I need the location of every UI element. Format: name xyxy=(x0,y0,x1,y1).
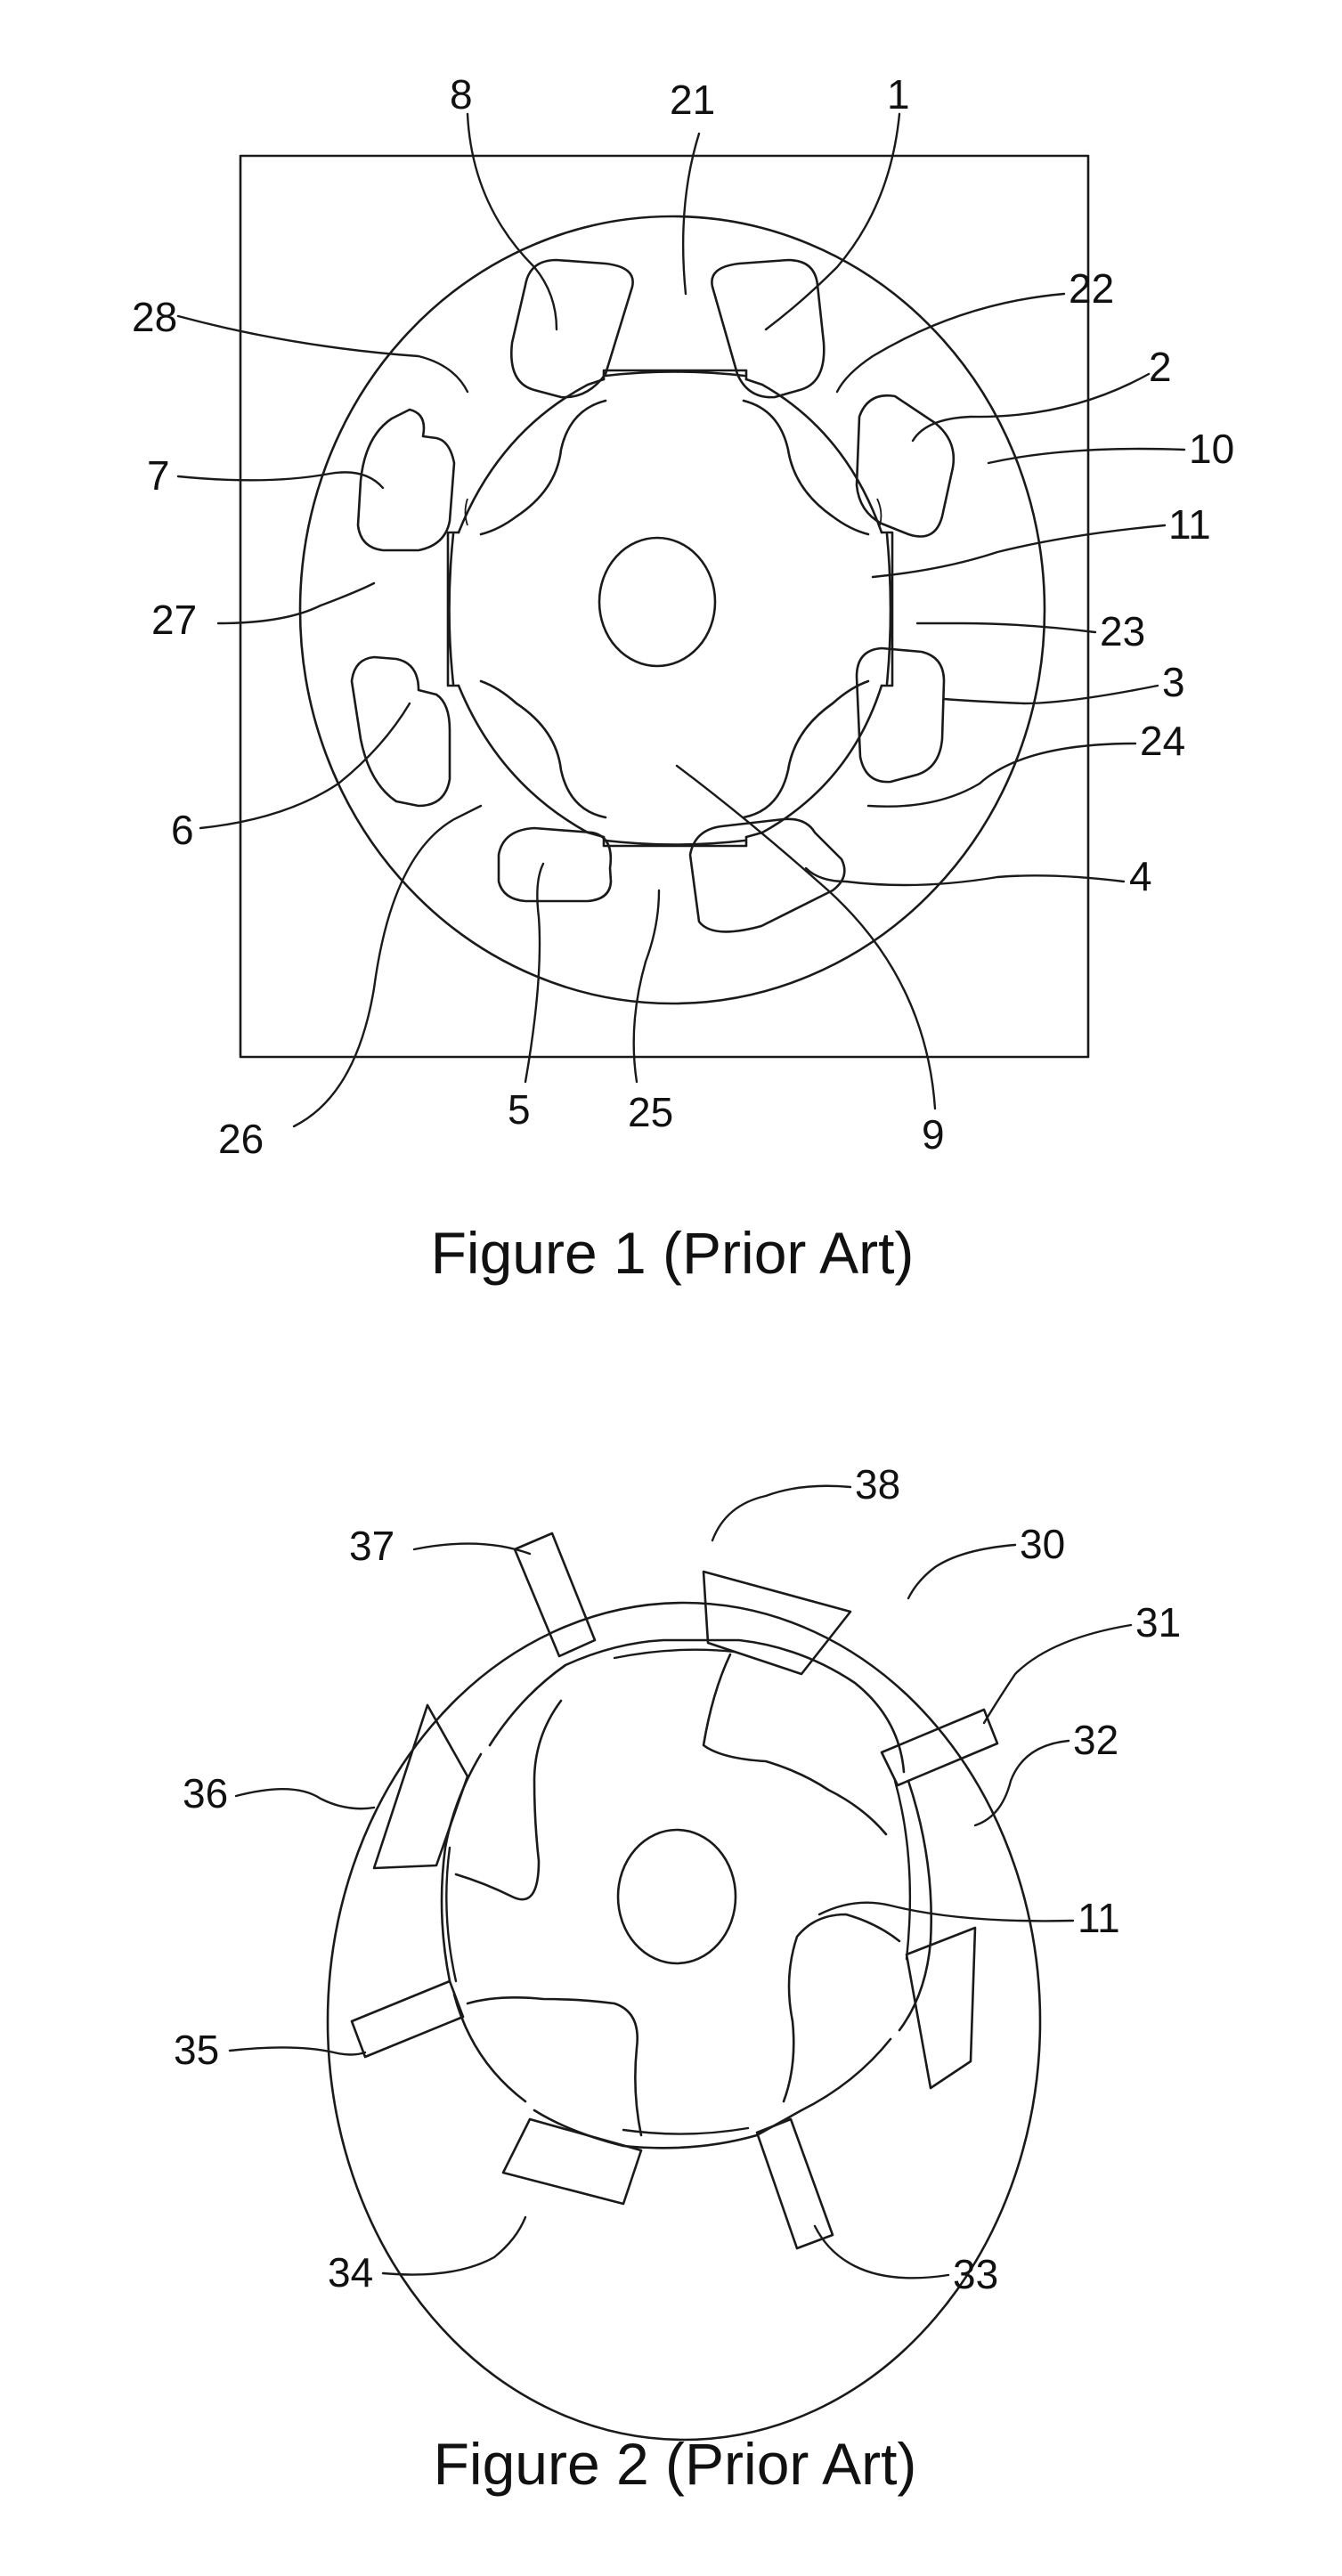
fig1-stator-bore xyxy=(448,370,892,846)
fig2-label-11: 11 xyxy=(1078,1895,1120,1941)
fig2-label-33: 33 xyxy=(953,2251,998,2297)
fig1-leader-8 xyxy=(468,114,557,329)
fig2-coil-top xyxy=(704,1572,850,1674)
fig1-label-28: 28 xyxy=(132,294,177,340)
fig1-label-1: 1 xyxy=(887,71,910,118)
fig1-leader-11 xyxy=(873,525,1165,577)
fig1-label-2: 2 xyxy=(1149,344,1172,390)
fig1-bore-arc-upper-right xyxy=(746,379,882,532)
figure-2: 38 37 30 31 32 36 11 35 34 33 Figure 2 (… xyxy=(174,1461,1181,2497)
fig2-pole-face-bottom xyxy=(623,2128,748,2134)
fig1-pole-face-left xyxy=(448,532,459,686)
fig2-pole-face-top xyxy=(614,1650,735,1658)
fig1-stator-outer-edge xyxy=(300,216,1045,1004)
figure-1: 8 21 1 28 22 2 10 7 11 27 23 3 24 6 4 26… xyxy=(132,71,1234,1286)
fig1-pole-face-bottom xyxy=(604,837,746,846)
fig1-label-3: 3 xyxy=(1162,659,1185,705)
fig2-coil-right xyxy=(907,1928,975,2088)
fig1-leader-3 xyxy=(944,686,1158,703)
fig1-leader-28 xyxy=(178,316,468,392)
fig1-rotor-shaft xyxy=(599,538,715,666)
fig2-label-35: 35 xyxy=(174,2027,219,2073)
fig2-slot-33 xyxy=(757,2119,833,2248)
fig2-stator-outer-edge xyxy=(328,1603,1040,2440)
fig1-label-7: 7 xyxy=(147,452,170,499)
fig1-label-8: 8 xyxy=(450,71,473,118)
fig2-caption: Figure 2 (Prior Art) xyxy=(434,2431,917,2497)
fig1-label-10: 10 xyxy=(1189,426,1234,472)
fig1-label-6: 6 xyxy=(171,807,194,853)
fig1-coil-2 xyxy=(857,395,954,536)
fig2-label-37: 37 xyxy=(349,1523,394,1569)
fig2-rotor-shaft xyxy=(618,1830,736,1963)
fig1-rotor-core xyxy=(481,401,868,817)
fig1-bore-arc-lower-left xyxy=(459,686,604,837)
fig1-leader-25 xyxy=(634,890,659,1082)
fig2-leader-30 xyxy=(908,1545,1015,1598)
fig1-leader-1 xyxy=(766,114,899,329)
fig1-label-21: 21 xyxy=(670,77,715,123)
fig1-label-25: 25 xyxy=(628,1089,673,1135)
fig1-housing-frame xyxy=(240,156,1088,1057)
fig2-label-31: 31 xyxy=(1135,1599,1181,1646)
fig2-leader-38 xyxy=(712,1486,850,1540)
fig2-labels: 38 37 30 31 32 36 11 35 34 33 xyxy=(174,1461,1181,2297)
fig1-leader-23 xyxy=(917,623,1095,632)
fig1-pole-face-top xyxy=(604,370,746,379)
fig1-leader-21 xyxy=(683,134,699,294)
fig1-stator-inner-ring-upper xyxy=(466,499,882,525)
fig2-coil-bottom xyxy=(503,2119,641,2204)
fig1-pole-face-right xyxy=(882,532,892,686)
fig1-leader-26 xyxy=(294,806,481,1126)
fig1-leader-7 xyxy=(178,472,383,488)
fig2-pole-face-left xyxy=(446,1848,456,1981)
fig1-label-23: 23 xyxy=(1100,608,1145,654)
fig1-leader-6 xyxy=(200,703,410,828)
fig1-label-5: 5 xyxy=(508,1086,531,1133)
fig2-leader-34 xyxy=(383,2217,525,2275)
fig1-coil-8 xyxy=(511,260,632,397)
fig2-leader-33 xyxy=(815,2226,948,2278)
fig1-coil-6 xyxy=(352,657,450,806)
fig1-label-26: 26 xyxy=(218,1116,264,1162)
fig1-label-22: 22 xyxy=(1069,265,1114,312)
fig2-label-30: 30 xyxy=(1020,1521,1065,1567)
fig1-leader-22 xyxy=(837,294,1064,392)
fig1-label-9: 9 xyxy=(922,1111,945,1158)
fig2-rotor-core xyxy=(456,1654,899,2135)
fig2-leader-31 xyxy=(984,1625,1131,1723)
fig1-leader-lines xyxy=(178,114,1184,1126)
fig2-label-34: 34 xyxy=(328,2249,373,2296)
fig1-coil-4 xyxy=(690,819,844,932)
fig1-coils xyxy=(352,260,954,931)
fig2-leader-37 xyxy=(414,1544,530,1554)
fig1-label-4: 4 xyxy=(1129,853,1152,899)
fig1-leader-2 xyxy=(913,374,1149,441)
fig2-coils xyxy=(374,1572,975,2204)
fig1-label-11: 11 xyxy=(1168,501,1211,548)
fig1-caption: Figure 1 (Prior Art) xyxy=(431,1220,915,1286)
fig2-leader-36 xyxy=(236,1789,374,1808)
fig2-stator-inner-bore xyxy=(442,1640,931,2148)
fig1-label-27: 27 xyxy=(151,597,197,643)
fig1-leader-24 xyxy=(868,744,1135,807)
fig2-leader-32 xyxy=(975,1741,1069,1825)
fig1-coil-5 xyxy=(499,828,611,901)
fig2-label-38: 38 xyxy=(855,1461,900,1507)
fig1-bore-arc-upper-left xyxy=(459,379,604,532)
fig2-pole-face-right xyxy=(895,1781,910,1959)
fig2-label-32: 32 xyxy=(1073,1717,1118,1763)
fig2-label-36: 36 xyxy=(183,1770,228,1816)
fig1-label-24: 24 xyxy=(1140,718,1185,764)
fig2-slot-35 xyxy=(352,1981,463,2057)
fig2-leader-35 xyxy=(230,2047,365,2054)
fig1-leader-4 xyxy=(806,868,1124,885)
fig2-leader-lines xyxy=(230,1486,1131,2279)
